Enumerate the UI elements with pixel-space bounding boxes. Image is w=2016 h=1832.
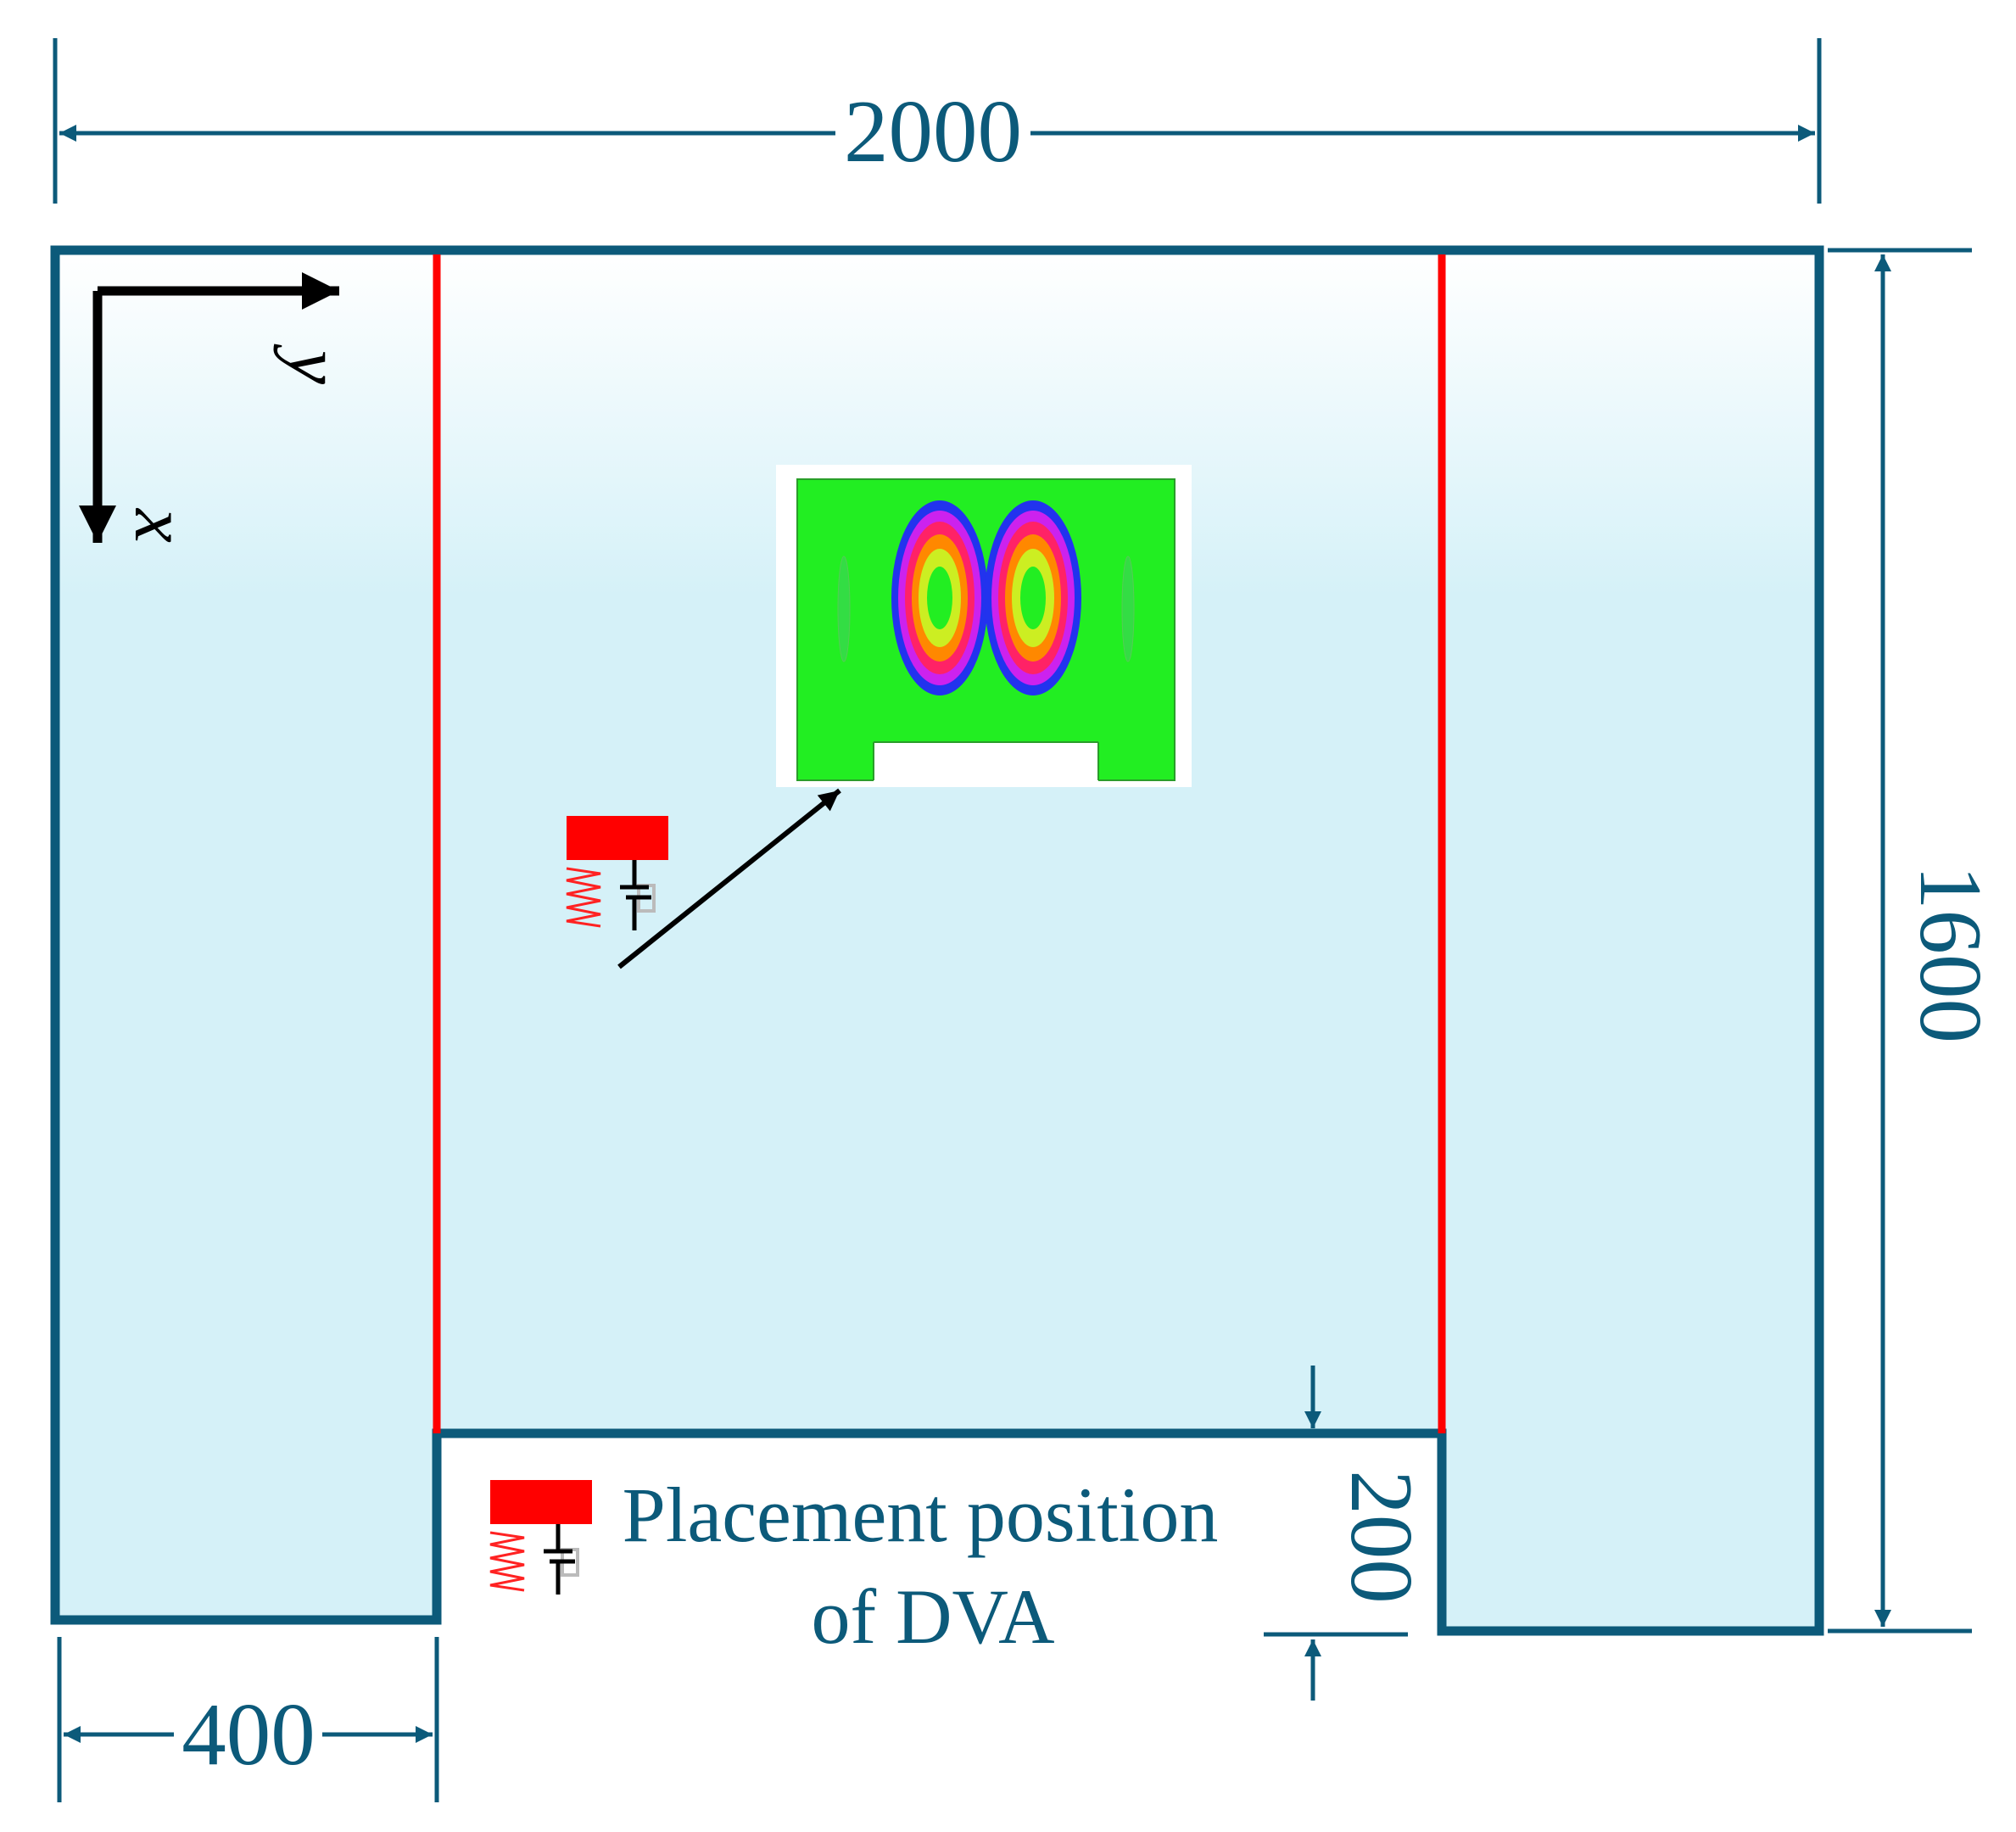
- spring-mass-damper-icon: [566, 816, 668, 930]
- dimension-leg-width: 400: [57, 1637, 439, 1802]
- axis-arrows-icon: y x: [79, 272, 357, 543]
- spring-mass-damper-icon: [489, 1480, 592, 1595]
- dimension-height-label: 1600: [1902, 865, 2001, 1043]
- dimension-width-label: 2000: [844, 81, 1022, 181]
- mode-shape-contour-icon: [776, 465, 1192, 787]
- dva-label-line2: of DVA: [811, 1573, 1054, 1660]
- plate-outline: [50, 245, 1824, 1636]
- dimension-notch-depth: 200: [1264, 1366, 1432, 1701]
- dva-label-line1: Placement position: [623, 1472, 1219, 1558]
- dimension-leg-width-label: 400: [181, 1684, 316, 1784]
- axis-label-y: y: [273, 344, 357, 384]
- pointer-arrow: [617, 788, 841, 969]
- axis-label-x: x: [119, 507, 203, 543]
- dimension-notch-depth-label: 200: [1332, 1470, 1432, 1604]
- dimension-overall-height: 1600: [1828, 248, 2001, 1634]
- dimension-overall-width: 2000: [53, 38, 1822, 204]
